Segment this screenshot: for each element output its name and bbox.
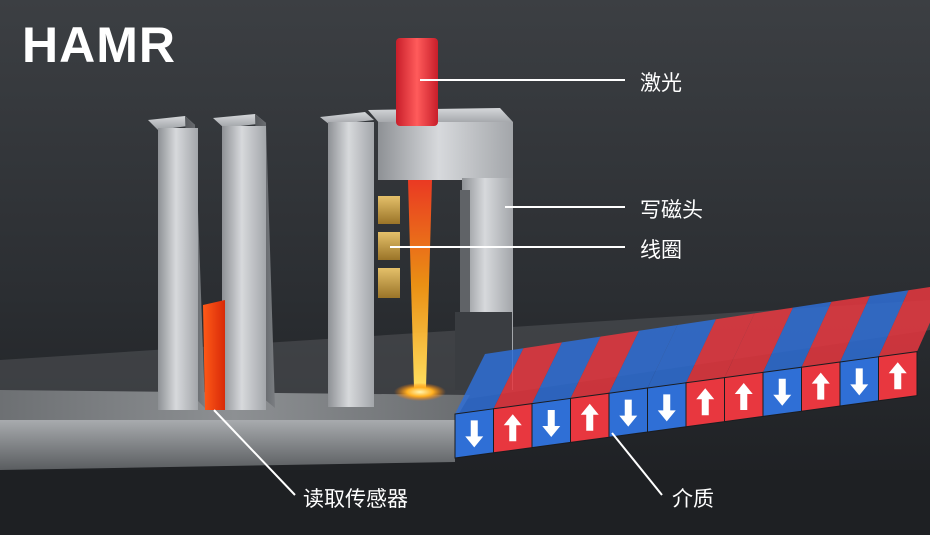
laser-group xyxy=(394,38,446,401)
callout-line-read-sensor xyxy=(213,409,296,496)
arrow-down-icon xyxy=(542,410,561,437)
medium-bit-top xyxy=(840,290,909,362)
medium-bit-top xyxy=(493,342,562,409)
medium-bit-top xyxy=(647,319,716,388)
magnetic-medium xyxy=(454,286,930,459)
arrow-down-icon xyxy=(657,394,676,422)
label-medium: 介质 xyxy=(672,487,714,511)
medium-bit-top xyxy=(609,325,678,394)
laser-beam xyxy=(408,180,432,388)
diagram-title: HAMR xyxy=(22,17,176,73)
laser-source xyxy=(396,38,438,126)
label-read-sensor: 读取传感器 xyxy=(303,487,408,511)
write-yoke-top xyxy=(378,122,513,180)
arrow-down-icon xyxy=(850,368,869,396)
floor xyxy=(0,470,930,535)
label-laser: 激光 xyxy=(640,71,682,95)
label-coil: 线圈 xyxy=(640,238,682,262)
arrow-up-icon xyxy=(888,362,907,390)
medium-bit-top xyxy=(801,296,870,368)
read-shield-left xyxy=(158,128,198,410)
coil-turn-2 xyxy=(378,232,400,260)
arrow-down-icon xyxy=(773,378,792,406)
medium-bit-top xyxy=(686,313,755,383)
medium-bit-top xyxy=(763,301,832,373)
medium-bit-top xyxy=(724,307,793,378)
arrow-up-icon xyxy=(696,388,715,416)
coil-turn-3 xyxy=(378,268,400,298)
read-sensor-element xyxy=(203,300,225,410)
callout-lines xyxy=(213,79,663,496)
medium-bit-top xyxy=(570,330,639,399)
read-sensor-group xyxy=(148,114,275,410)
callout-line-medium xyxy=(611,432,663,496)
platform-front xyxy=(0,420,455,470)
label-write-head: 写磁头 xyxy=(640,198,703,222)
laser-hot-spot xyxy=(394,383,446,401)
arrow-up-icon xyxy=(580,403,599,431)
arrow-up-icon xyxy=(811,372,830,400)
arrow-up-icon xyxy=(503,414,522,442)
read-shield-right xyxy=(222,126,266,410)
arrow-down-icon xyxy=(465,420,484,448)
medium-bit-top xyxy=(455,348,524,414)
coil-turn-1 xyxy=(378,196,400,224)
arrow-down-icon xyxy=(619,399,638,427)
medium-bit-top xyxy=(532,336,601,404)
write-pole-left xyxy=(328,122,374,407)
arrow-up-icon xyxy=(734,383,753,410)
medium-bit-top xyxy=(878,286,930,357)
